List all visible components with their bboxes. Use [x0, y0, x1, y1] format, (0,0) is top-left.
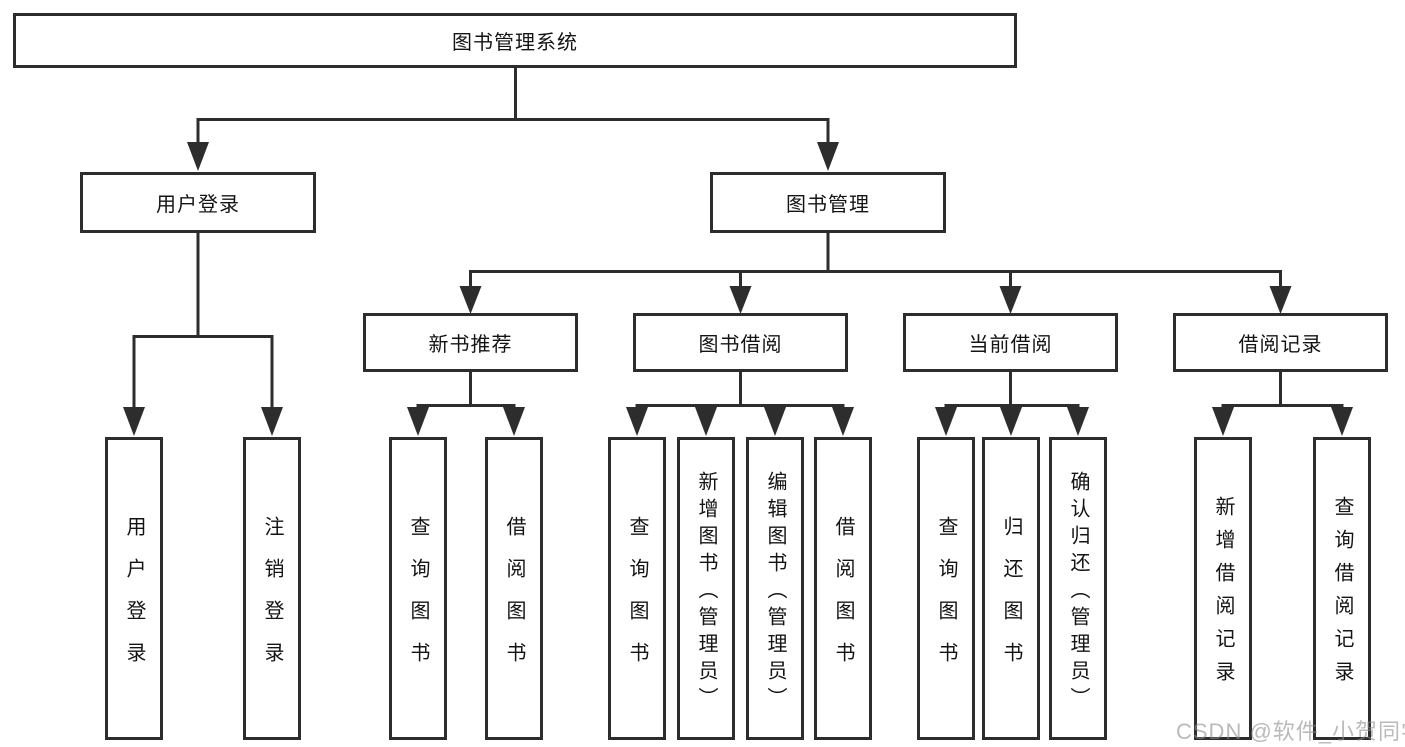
leaf-borrow-books-recommend: 借阅图书 — [485, 437, 543, 740]
node-label: 当前借阅 — [968, 334, 1053, 356]
node-label: 新增图书（管理员） — [695, 470, 717, 714]
leaf-confirm-return-admin: 确认归还（管理员） — [1049, 437, 1107, 740]
node-label: 借阅记录 — [1238, 334, 1323, 356]
leaf-add-borrow-record: 新增借阅记录 — [1194, 437, 1252, 740]
node-label: 借阅图书 — [832, 515, 854, 684]
node-current-borrowing: 当前借阅 — [903, 313, 1118, 372]
node-label: 借阅图书 — [503, 515, 525, 684]
leaf-user-login: 用户登录 — [105, 437, 163, 740]
node-book-borrowing: 图书借阅 — [633, 313, 848, 372]
node-label: 查询图书 — [935, 515, 957, 684]
node-library-management-system: 图书管理系统 — [13, 13, 1017, 68]
csdn-watermark: CSDN @软件_小贺同学 — [1176, 719, 1405, 744]
leaf-query-borrow-record: 查询借阅记录 — [1313, 437, 1371, 740]
leaf-query-books-recommend: 查询图书 — [389, 437, 447, 740]
node-user-login: 用户登录 — [80, 172, 316, 233]
node-label: 图书管理系统 — [452, 32, 578, 54]
node-label: 新书推荐 — [428, 334, 513, 356]
node-label: 新增借阅记录 — [1212, 496, 1234, 694]
node-label: 查询借阅记录 — [1331, 496, 1353, 694]
node-label: 归还图书 — [1000, 515, 1022, 684]
node-label: 查询图书 — [626, 515, 648, 684]
node-label: 图书借阅 — [698, 334, 783, 356]
leaf-logout: 注销登录 — [243, 437, 301, 740]
node-label: 用户登录 — [123, 515, 145, 684]
node-label: 查询图书 — [407, 515, 429, 684]
node-label: 注销登录 — [261, 515, 283, 684]
node-label: 图书管理 — [786, 194, 870, 216]
leaf-query-books-borrowing: 查询图书 — [608, 437, 666, 740]
node-label: 确认归还（管理员） — [1067, 470, 1089, 714]
node-label: 编辑图书（管理员） — [764, 470, 786, 714]
leaf-return-book: 归还图书 — [982, 437, 1040, 740]
leaf-edit-book-admin: 编辑图书（管理员） — [746, 437, 804, 740]
leaf-add-book-admin: 新增图书（管理员） — [677, 437, 735, 740]
node-borrowing-records: 借阅记录 — [1173, 313, 1388, 372]
node-new-book-recommendation: 新书推荐 — [363, 313, 578, 372]
node-label: 用户登录 — [156, 194, 240, 216]
node-book-management: 图书管理 — [710, 172, 946, 233]
leaf-query-books-current: 查询图书 — [917, 437, 975, 740]
leaf-borrow-books-borrowing: 借阅图书 — [814, 437, 872, 740]
